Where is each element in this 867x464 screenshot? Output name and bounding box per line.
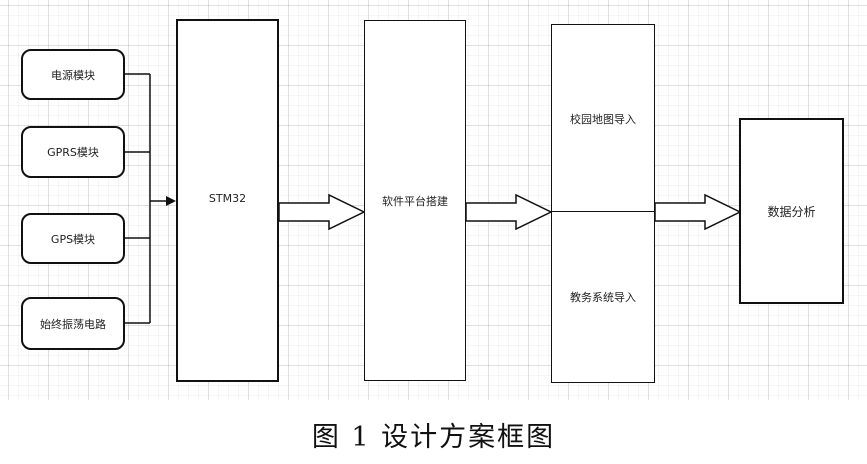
figure-caption: 图 1 设计方案框图 — [311, 422, 556, 453]
data-analysis-label: 数据分析 — [767, 204, 816, 219]
platform-label: 软件平台搭建 — [382, 194, 448, 208]
mcu-box: STM32 — [176, 19, 279, 382]
arrow-imports-to-analysis — [654, 193, 742, 231]
arrowhead-to-mcu — [166, 196, 176, 206]
academic-system-import-label: 教务系统导入 — [570, 291, 636, 304]
campus-map-import-box: 校园地图导入 — [551, 24, 655, 213]
gprs-module-box: GPRS模块 — [21, 126, 125, 178]
data-analysis-box: 数据分析 — [739, 118, 844, 304]
power-module-label: 电源模块 — [51, 68, 95, 82]
arrow-mcu-to-platform — [278, 193, 366, 231]
arrow-platform-to-imports — [465, 193, 553, 231]
oscillator-circuit-label: 始终振荡电路 — [40, 317, 106, 331]
connectors — [125, 73, 742, 324]
gps-module-box: GPS模块 — [21, 213, 125, 264]
gprs-module-label: GPRS模块 — [47, 146, 99, 159]
campus-map-import-label: 校园地图导入 — [570, 112, 636, 126]
mcu-label: STM32 — [208, 192, 247, 205]
academic-system-import-box: 教务系统导入 — [551, 211, 655, 383]
power-module-box: 电源模块 — [21, 49, 125, 100]
oscillator-circuit-box: 始终振荡电路 — [21, 297, 125, 350]
platform-box: 软件平台搭建 — [364, 20, 466, 381]
gps-module-label: GPS模块 — [50, 232, 96, 246]
